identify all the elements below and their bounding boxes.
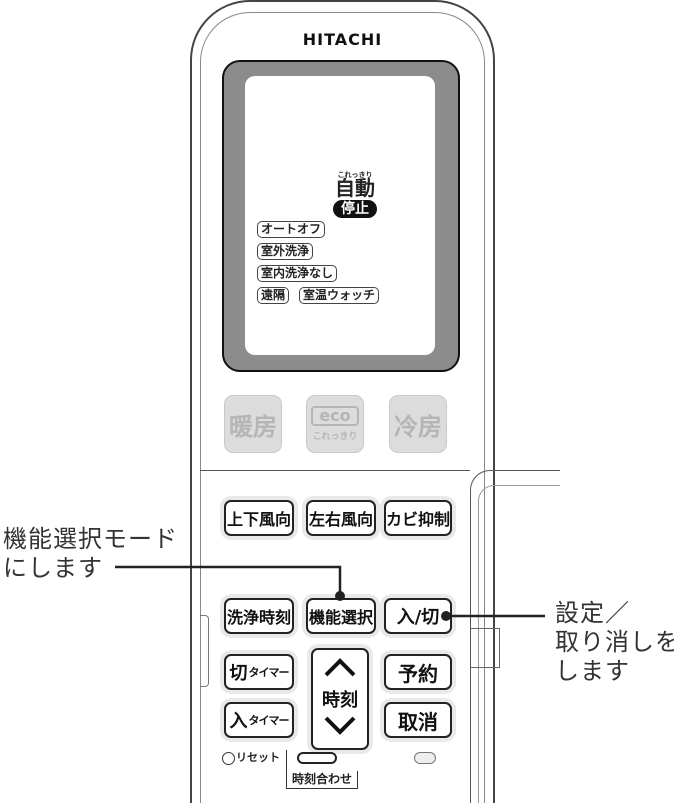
tag-indoor-clean-off: 室内洗浄なし xyxy=(257,265,338,282)
indicator-light xyxy=(414,752,436,764)
eco-logo: eco xyxy=(311,406,359,426)
remote-inner-outline xyxy=(200,12,485,803)
mode-ruby: これっきり xyxy=(337,171,373,179)
on-timer-button[interactable]: 入タイマー xyxy=(224,702,294,738)
clock-set-bracket xyxy=(286,750,287,788)
mold-suppress-button[interactable]: カビ抑制 xyxy=(384,500,452,536)
function-select-label: 機能選択 xyxy=(308,608,373,627)
display-screen: これっきり 自動 停止 オートオフ 室外洗浄 室内洗浄なし 遠隔 室温ウォッチ xyxy=(222,60,460,372)
tag-remote: 遠隔 xyxy=(257,287,290,304)
mold-suppress-label: カビ抑制 xyxy=(386,510,451,529)
reserve-button[interactable]: 予約 xyxy=(384,654,452,690)
function-select-leader-dot xyxy=(335,591,345,601)
clock-set-button[interactable] xyxy=(297,752,337,764)
cool-label: 冷房 xyxy=(394,412,442,441)
off-timer-label: 切 xyxy=(229,663,248,684)
function-select-button[interactable]: 機能選択 xyxy=(306,598,376,634)
heat-label: 暖房 xyxy=(229,412,277,441)
reserve-label: 予約 xyxy=(398,661,438,686)
on-off-label: 入/切 xyxy=(396,607,440,628)
clock-set-label: 時刻合わせ xyxy=(286,771,358,789)
function-select-leader xyxy=(115,565,342,596)
chevron-up-icon[interactable] xyxy=(323,656,357,683)
chevron-down-icon[interactable] xyxy=(323,715,357,742)
status-badge: 停止 xyxy=(333,200,377,218)
horizontal-airflow-button[interactable]: 左右風向 xyxy=(306,500,376,536)
on-off-button[interactable]: 入/切 xyxy=(384,598,452,634)
tag-auto-off: オートオフ xyxy=(257,221,326,238)
cancel-label: 取消 xyxy=(398,709,438,734)
horizontal-airflow-label: 左右風向 xyxy=(308,510,373,529)
time-label: 時刻 xyxy=(322,690,358,711)
reset-label: リセット xyxy=(236,751,280,764)
eco-button[interactable]: eco これっきり xyxy=(306,395,364,453)
display-panel: これっきり 自動 停止 オートオフ 室外洗浄 室内洗浄なし 遠隔 室温ウォッチ xyxy=(245,76,435,355)
mode-label: 自動 xyxy=(335,176,375,200)
cancel-button[interactable]: 取消 xyxy=(384,702,452,738)
heat-button[interactable]: 暖房 xyxy=(224,395,282,453)
wash-time-button[interactable]: 洗浄時刻 xyxy=(224,598,294,634)
right-annotation-line1: 設定／ xyxy=(555,599,630,627)
on-off-leader-dot xyxy=(441,611,451,621)
wash-time-label: 洗浄時刻 xyxy=(226,608,291,627)
reset-icon[interactable] xyxy=(222,752,235,765)
left-annotation-line1: 機能選択モード xyxy=(3,525,178,553)
left-annotation-line2: にします xyxy=(3,554,103,582)
side-cover xyxy=(470,470,560,803)
side-cover-inner xyxy=(478,485,560,803)
off-timer-sub-label: タイマー xyxy=(248,666,290,679)
cool-button[interactable]: 冷房 xyxy=(389,395,447,453)
mode-buttons: 暖房 eco これっきり 冷房 xyxy=(224,395,464,455)
eco-sub-label: これっきり xyxy=(312,432,358,442)
on-timer-sub-label: タイマー xyxy=(248,714,290,727)
vertical-airflow-label: 上下風向 xyxy=(226,510,291,529)
right-annotation-line2: 取り消しを xyxy=(555,628,674,656)
brand-logo: HITACHI xyxy=(302,30,383,49)
tag-outdoor-clean: 室外洗浄 xyxy=(257,243,314,260)
off-timer-button[interactable]: 切タイマー xyxy=(224,654,294,690)
right-annotation-line3: します xyxy=(555,657,630,685)
function-tags: オートオフ 室外洗浄 室内洗浄なし 遠隔 室温ウォッチ xyxy=(257,221,432,331)
tag-room-temp-watch: 室温ウォッチ xyxy=(299,287,380,304)
left-slot xyxy=(200,615,209,687)
side-latch xyxy=(470,628,500,668)
vertical-airflow-button[interactable]: 上下風向 xyxy=(224,500,294,536)
on-timer-label: 入 xyxy=(229,711,248,732)
lid-line xyxy=(200,470,470,471)
time-adjust-button[interactable]: 時刻 xyxy=(311,648,369,750)
